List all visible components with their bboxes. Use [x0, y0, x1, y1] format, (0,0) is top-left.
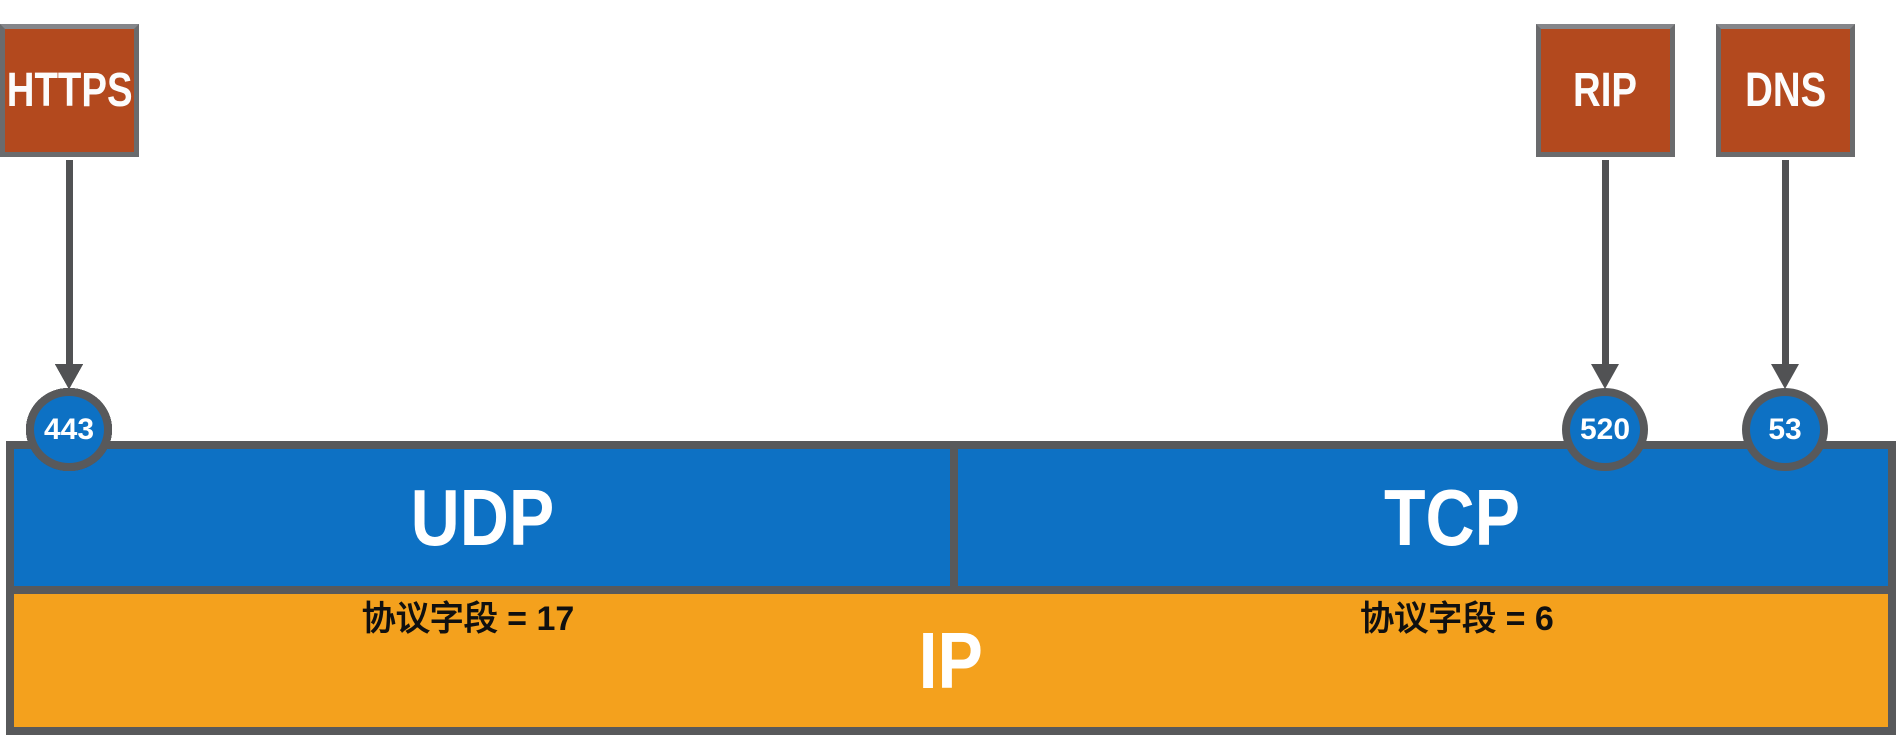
protocol-box: HTTPS — [0, 24, 139, 157]
ip-label: IP — [918, 615, 984, 705]
protocol-label: DNS — [1744, 64, 1827, 117]
protocol-box: RIP — [1536, 24, 1675, 157]
udp-tcp-divider — [950, 449, 958, 586]
protocol-column-https: HTTPS 443 — [0, 0, 139, 755]
protocol-box: DNS — [1716, 24, 1855, 157]
arrow-shaft — [66, 160, 73, 366]
tcp-band: TCP — [958, 449, 1888, 586]
port-badge: 53 — [1742, 388, 1828, 471]
udp-label: UDP — [410, 472, 554, 562]
ip-band — [6, 594, 1896, 735]
arrow-shaft — [1782, 160, 1789, 366]
protocol-label: HTTPS — [6, 64, 133, 117]
ip-label-wrap: IP — [6, 594, 1896, 727]
arrow-down-icon — [1591, 364, 1619, 389]
protocol-column-rip: RIP 520 — [1536, 0, 1675, 755]
tcp-label: TCP — [1384, 472, 1520, 562]
port-badge: 520 — [1562, 388, 1648, 471]
tcp-protocol-field-note: 协议字段 = 6 — [1360, 600, 1554, 638]
port-number: 53 — [1768, 412, 1802, 446]
arrow-down-icon — [55, 364, 83, 389]
protocol-column-dns: DNS 53 — [1716, 0, 1855, 755]
udp-protocol-field-note: 协议字段 = 17 — [361, 600, 575, 638]
port-number: 443 — [43, 412, 95, 446]
udp-band: UDP — [14, 449, 950, 586]
port-badge: 443 — [26, 388, 112, 471]
protocol-label: RIP — [1573, 64, 1638, 117]
arrow-down-icon — [1771, 364, 1799, 389]
arrow-shaft — [1602, 160, 1609, 366]
port-number: 520 — [1579, 412, 1631, 446]
